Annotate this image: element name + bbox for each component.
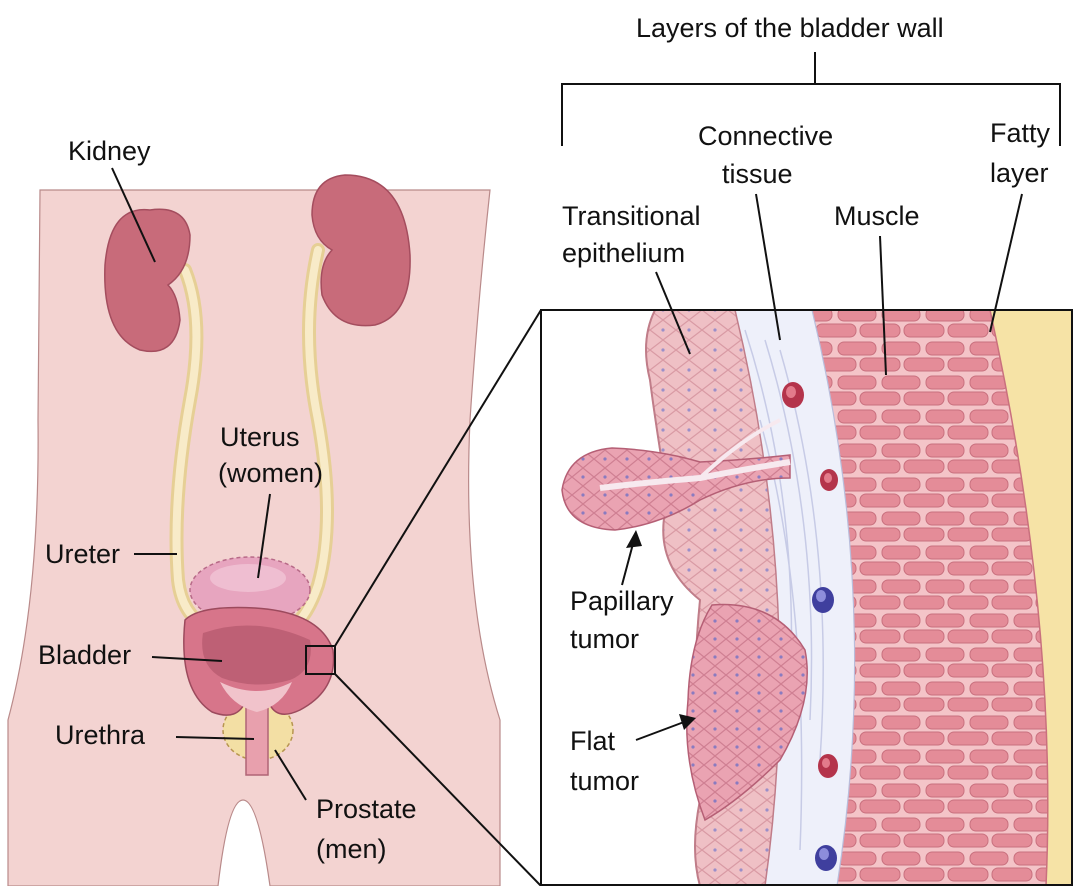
ureter-label: Ureter [45, 539, 120, 569]
muscle-label: Muscle [834, 201, 920, 231]
papillary-tumor-label-line1: Papillary [570, 586, 674, 616]
bracket-title: Layers of the bladder wall [636, 13, 944, 43]
prostate-label-line1: Prostate [316, 794, 417, 824]
kidney-label: Kidney [68, 136, 151, 166]
uterus-label-line1: Uterus [220, 422, 300, 452]
bladder-label: Bladder [38, 640, 131, 670]
transitional-epithelium-label-line2: epithelium [562, 238, 685, 268]
connective-tissue-label-line1: Connective [698, 121, 833, 151]
uterus-label-line2: (women) [218, 458, 323, 488]
body-silhouette [8, 190, 500, 886]
flat-tumor-label-line2: tumor [570, 766, 639, 796]
connective-tissue-label-line2: tissue [722, 159, 793, 189]
flat-tumor-label-line1: Flat [570, 726, 616, 756]
papillary-tumor-label-line2: tumor [570, 624, 639, 654]
fatty-layer-label-line2: layer [990, 158, 1049, 188]
urethra-label: Urethra [55, 720, 146, 750]
prostate-label-line2: (men) [316, 834, 387, 864]
fatty-layer-label-line1: Fatty [990, 118, 1051, 148]
transitional-epithelium-label-line1: Transitional [562, 201, 701, 231]
